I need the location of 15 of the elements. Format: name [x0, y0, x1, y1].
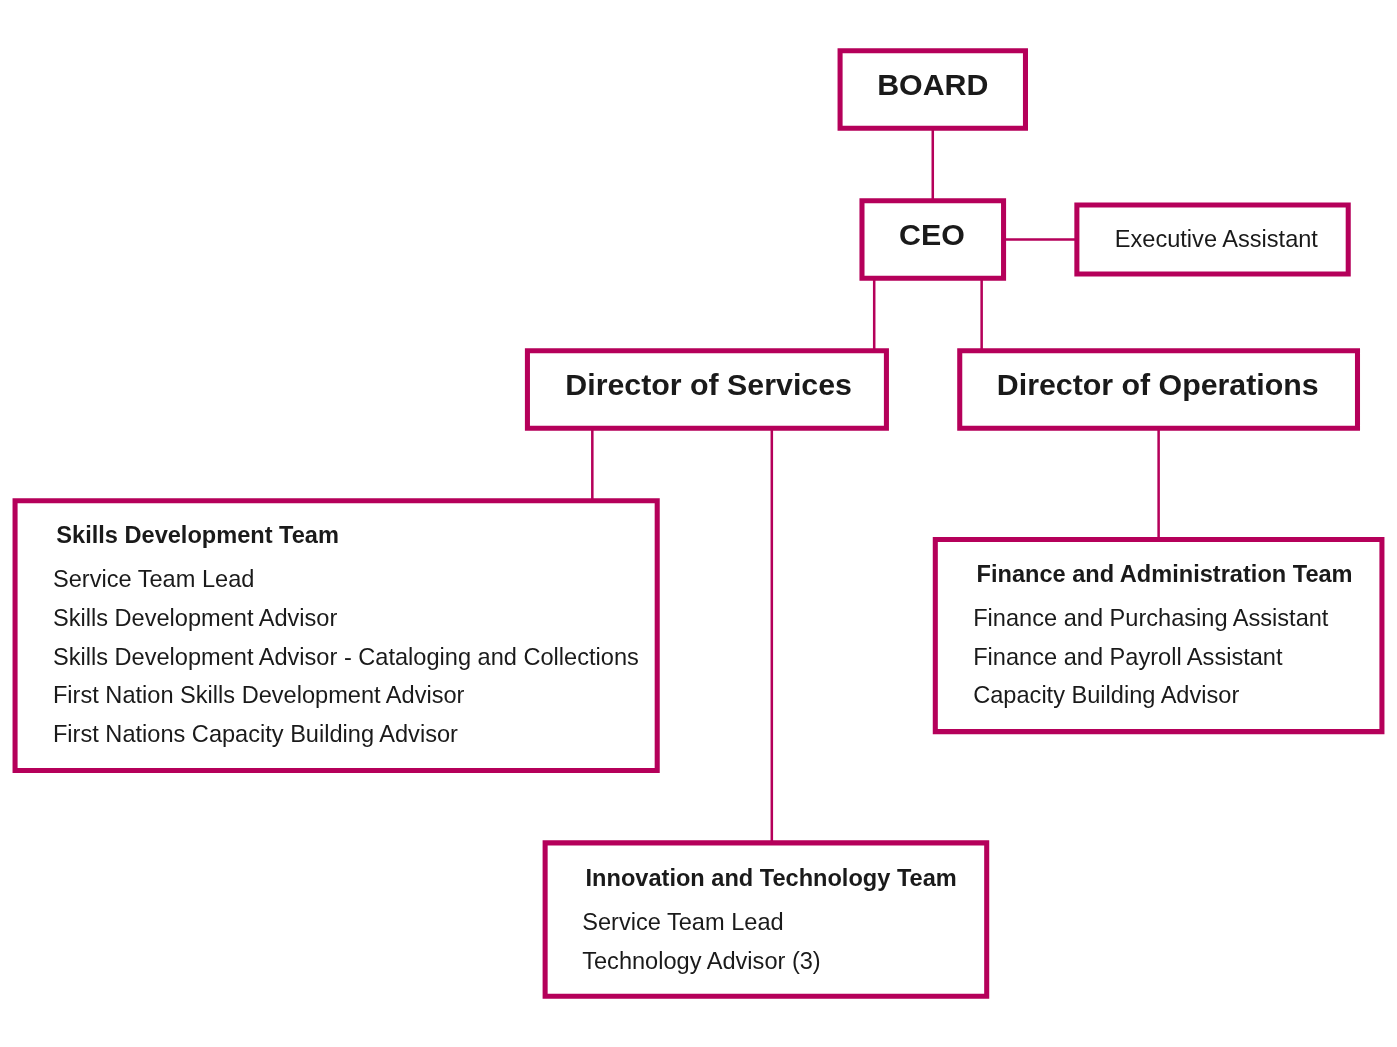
node-box: Finance and Administration Team Finance and Purchasing Assistant Finance and Payroll Assistant Capacity Building Advisor	[932, 537, 1385, 735]
node-box: Executive Assistant	[1074, 202, 1351, 277]
connector	[1157, 428, 1160, 540]
connector	[591, 428, 594, 501]
connector	[980, 278, 983, 351]
node-box: BOARD	[837, 48, 1028, 131]
node-box: Director of Operations	[957, 348, 1361, 431]
node-box: Skills Development Team Service Team Lead Skills Development Advisor Skills Development Advisor - Cataloging and Collections First Nation Skills Development Advisor First Nations Capacity Building Advisor	[12, 498, 660, 773]
connector	[872, 278, 876, 351]
node-box: CEO	[859, 198, 1007, 281]
connector	[1004, 238, 1077, 241]
connector	[770, 428, 774, 843]
node-box: Innovation and Technology Team Service Team Lead Technology Advisor (3)	[542, 840, 990, 999]
node-box: Director of Services	[524, 348, 889, 431]
connector	[931, 128, 935, 201]
